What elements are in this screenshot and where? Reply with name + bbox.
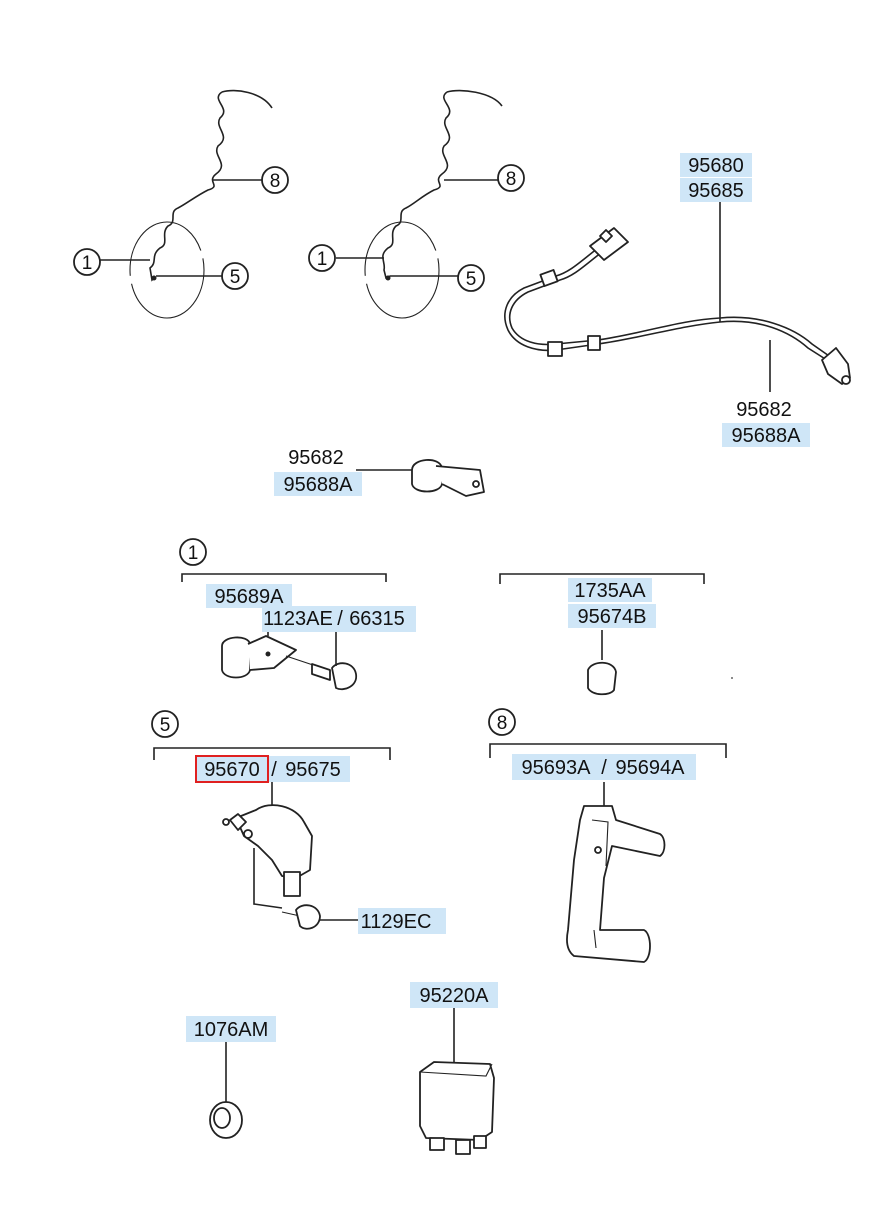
label-95674B[interactable]: 95674B [568,604,656,628]
callout-1-left[interactable]: 1 [73,248,101,276]
svg-text:95670: 95670 [204,759,260,781]
svg-text:8: 8 [270,171,281,192]
svg-text:95674B: 95674B [578,606,647,628]
callout-5-right[interactable]: 5 [457,264,485,292]
label-95680[interactable]: 95680 [680,153,752,177]
cable-clip [356,459,485,497]
svg-text:95685: 95685 [688,180,744,202]
speed-sensor-cable [504,190,851,392]
label-95682-clip[interactable]: 95682 [288,447,344,469]
svg-text:66315: 66315 [349,608,405,630]
label-95670[interactable]: 95670 / [195,755,350,783]
svg-text:8: 8 [497,713,508,734]
grommet-part [209,1042,243,1139]
svg-text:95693A: 95693A [522,757,592,779]
label-1123AE[interactable]: 1123AE / [262,606,416,632]
label-1735AA[interactable]: 1735AA [568,578,652,602]
svg-text:5: 5 [230,267,241,288]
svg-text:5: 5 [466,269,477,290]
label-66315[interactable]: 66315 [349,608,405,630]
label-95682-sensor[interactable]: 95682 [736,399,792,421]
group-plug [499,573,733,696]
svg-text:1123AE: 1123AE [263,608,333,630]
svg-text:95675: 95675 [285,759,341,781]
svg-text:95688A: 95688A [284,474,354,496]
svg-text:1076AM: 1076AM [194,1019,269,1041]
left-wheel-harness [100,89,273,319]
callout-5-left[interactable]: 5 [221,262,249,290]
relay-part [419,1008,495,1155]
right-wheel-harness [336,89,503,319]
svg-text:95680: 95680 [688,155,744,177]
svg-text:95694A: 95694A [616,757,686,779]
svg-text:1: 1 [317,249,328,270]
label-95675[interactable]: 95675 [285,759,341,781]
svg-text:/: / [271,759,277,781]
svg-text:1: 1 [82,253,93,274]
callout-8-left[interactable]: 8 [261,166,289,194]
label-95220A[interactable]: 95220A [410,982,498,1008]
group-5: 5 [151,710,391,930]
label-95685[interactable]: 95685 [680,178,752,202]
label-1076AM[interactable]: 1076AM [186,1016,276,1042]
group-8: 8 [488,708,727,963]
label-95688A-sensor[interactable]: 95688A [722,423,810,447]
svg-text:/: / [337,608,343,630]
svg-text:95682: 95682 [736,399,792,421]
label-1129EC[interactable]: 1129EC [358,908,446,934]
label-95689A[interactable]: 95689A [206,584,292,608]
svg-text:1735AA: 1735AA [574,580,646,602]
svg-text:95688A: 95688A [732,425,802,447]
callout-1-right[interactable]: 1 [308,244,336,272]
svg-text:95682: 95682 [288,447,344,469]
svg-text:/: / [601,757,607,779]
label-95694A[interactable]: 95694A [616,757,686,779]
group-1: 1 [179,538,387,691]
svg-text:95689A: 95689A [215,586,285,608]
callout-8-right[interactable]: 8 [497,164,525,192]
svg-text:95220A: 95220A [420,985,490,1007]
svg-text:5: 5 [160,715,171,736]
svg-text:1: 1 [188,543,199,564]
svg-text:8: 8 [506,169,517,190]
label-95693A[interactable]: 95693A / [512,754,696,780]
svg-text:1129EC: 1129EC [361,911,432,933]
label-95688A-clip[interactable]: 95688A [274,472,362,496]
